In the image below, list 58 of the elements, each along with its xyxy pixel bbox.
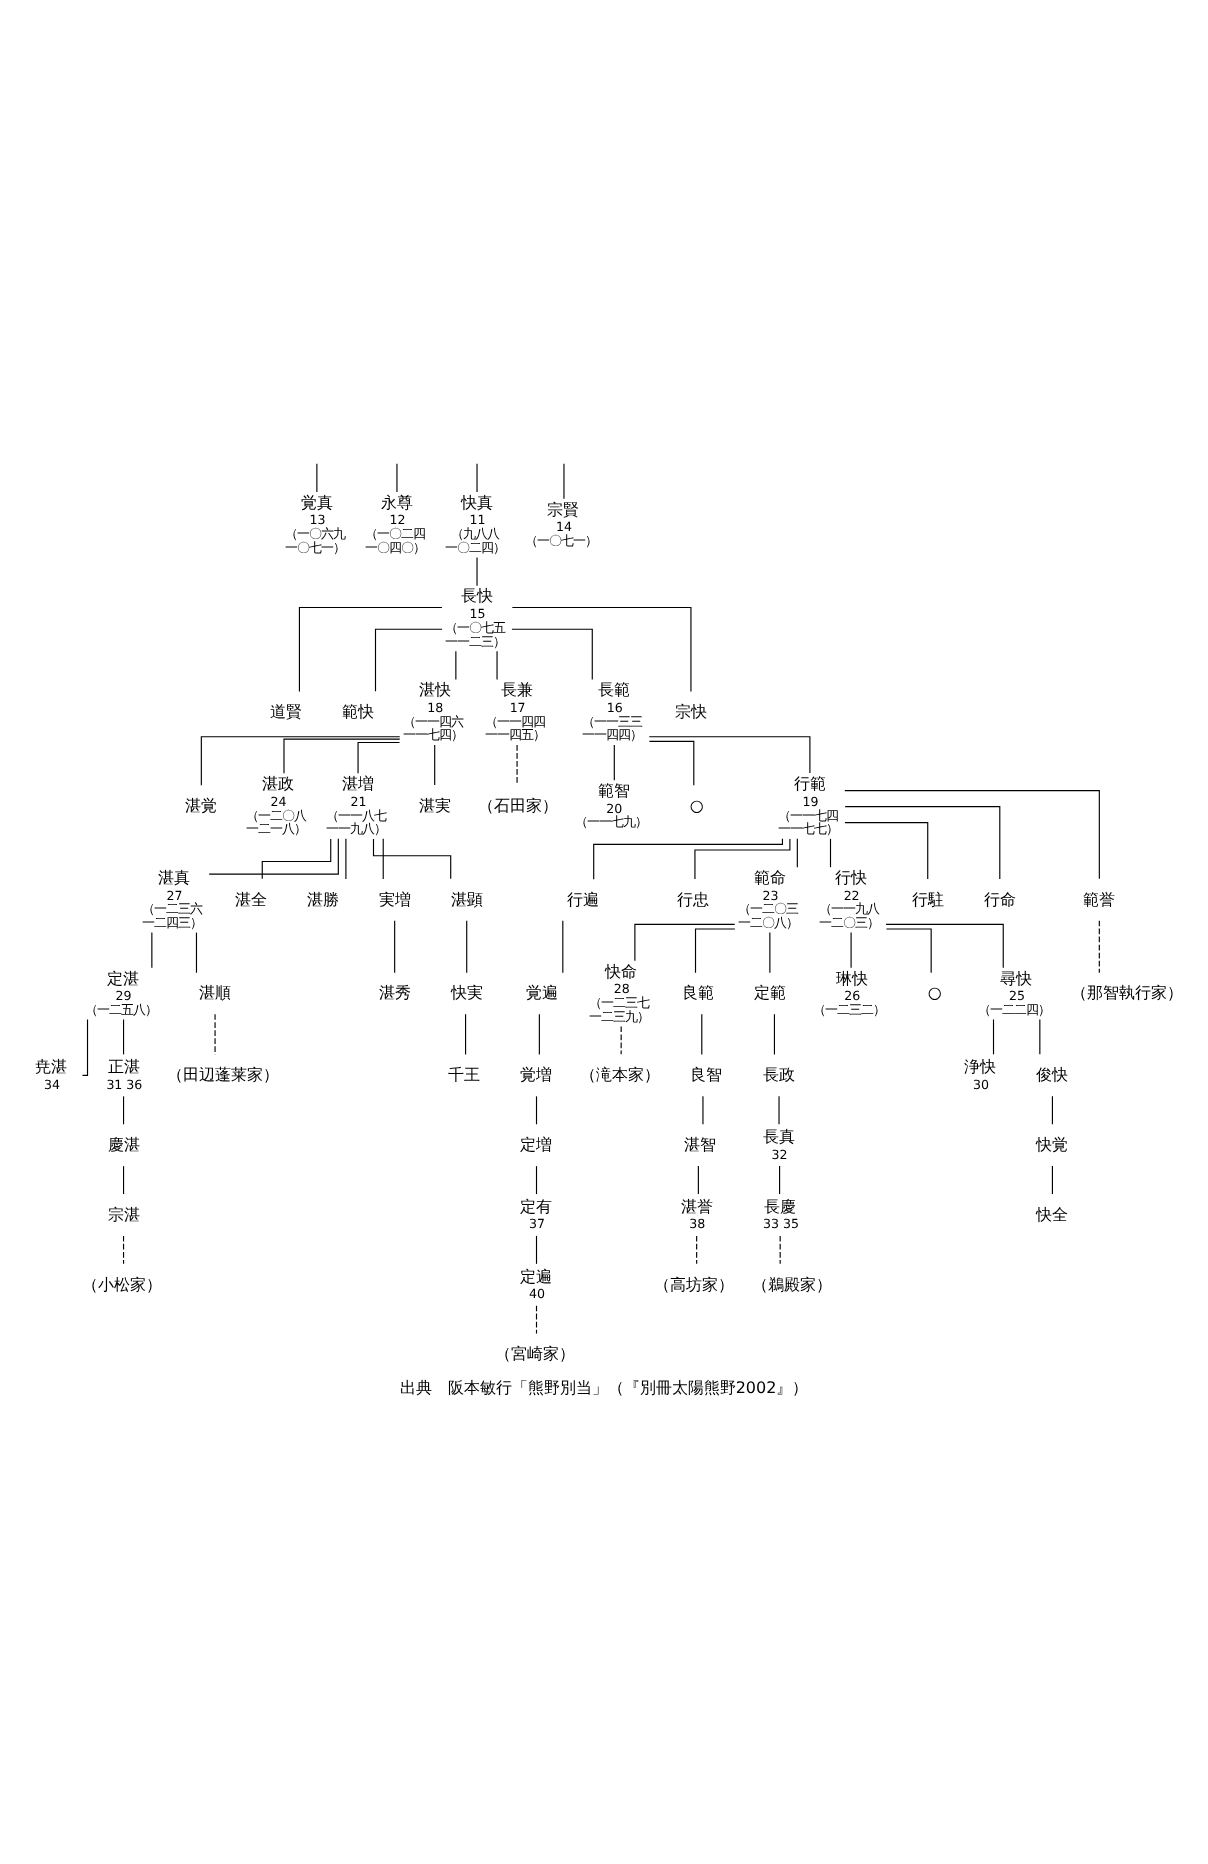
connector — [844, 822, 929, 880]
connector — [829, 838, 832, 868]
connector — [620, 1025, 622, 1055]
connector — [694, 838, 791, 880]
connector — [1051, 1095, 1053, 1125]
connector — [535, 1235, 538, 1265]
connector — [261, 838, 332, 880]
connector — [593, 838, 784, 880]
connector — [773, 1013, 776, 1056]
connector — [648, 740, 695, 786]
connector — [1051, 1165, 1053, 1195]
connector — [357, 741, 401, 774]
connector — [316, 463, 318, 493]
connector — [634, 923, 736, 962]
connector — [535, 1305, 538, 1335]
connector — [697, 1165, 699, 1195]
connector — [465, 1013, 467, 1056]
connector — [769, 932, 771, 974]
connector — [535, 1095, 538, 1125]
connector — [283, 738, 401, 774]
connector — [382, 838, 384, 880]
connector — [701, 1013, 703, 1056]
connector — [694, 928, 736, 974]
connector — [394, 920, 396, 974]
connector — [123, 1095, 125, 1125]
connector — [345, 838, 347, 880]
connector — [374, 628, 443, 692]
connector — [195, 932, 198, 974]
connector — [648, 736, 811, 774]
connector — [151, 932, 153, 969]
connector — [123, 1235, 125, 1265]
connector — [696, 1235, 698, 1265]
connector — [992, 1018, 995, 1055]
connector — [796, 838, 798, 868]
connector — [885, 928, 932, 974]
connector — [1098, 920, 1100, 974]
connector — [844, 806, 1001, 880]
connector — [123, 1018, 125, 1055]
connector — [200, 736, 401, 786]
connector — [123, 1165, 125, 1195]
connector — [1039, 1018, 1041, 1055]
connector — [885, 923, 1004, 969]
connector — [511, 628, 593, 680]
connector — [455, 650, 457, 681]
connector — [613, 744, 615, 781]
connector — [850, 932, 852, 969]
connector — [434, 744, 436, 786]
connector — [298, 606, 443, 693]
connector — [535, 1165, 538, 1195]
connector — [511, 606, 692, 693]
connector — [779, 1235, 781, 1265]
connector — [779, 1165, 781, 1195]
connector — [466, 920, 468, 974]
connector — [844, 790, 1100, 880]
connector — [538, 1013, 540, 1056]
connector — [81, 1018, 89, 1076]
connector — [562, 920, 564, 974]
connector — [208, 838, 339, 875]
